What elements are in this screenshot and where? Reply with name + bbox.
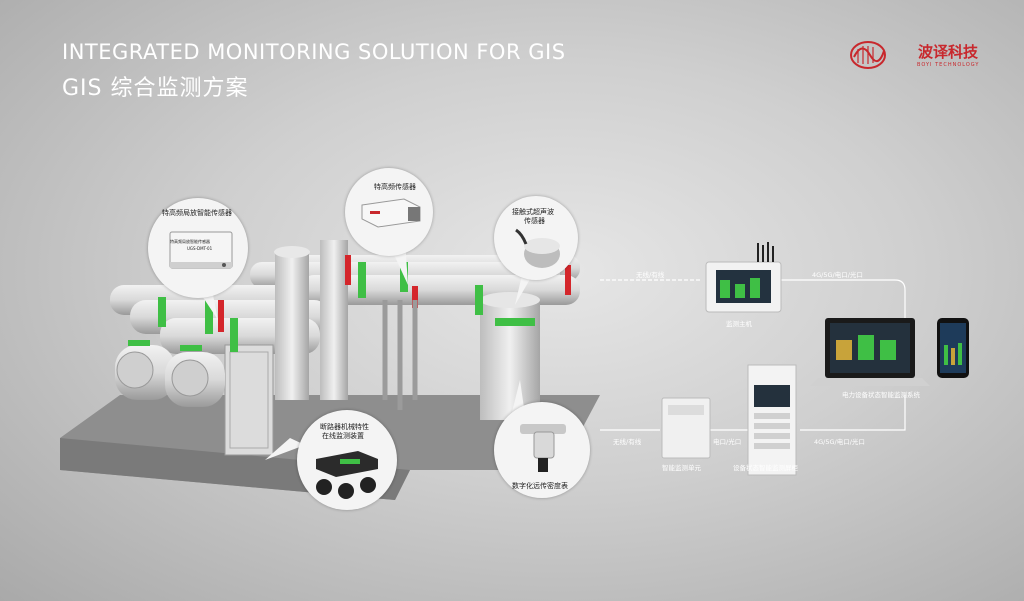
logo-name-cn: 波译科技 <box>918 43 979 61</box>
cabinet-output-link-label: 4G/5G/电口/光口 <box>814 438 865 446</box>
title-chinese: GIS 综合监测方案 <box>62 76 249 101</box>
host-output-link-label: 4G/5G/电口/光口 <box>812 271 863 279</box>
connection-lines <box>600 279 906 431</box>
ultrasonic-label-line1: 接触式超声波 <box>512 208 554 216</box>
monitoring-system-label: 电力设备状态智能监测系统 <box>842 391 920 399</box>
monitoring-unit-device <box>661 397 711 459</box>
laptop-monitor <box>810 318 930 386</box>
red-flanges <box>218 255 571 332</box>
pd-uhf-device-model: UGS-DMT-01 <box>187 246 213 251</box>
pd-uhf-device-text: 特高频局放智能传感器 <box>170 239 210 244</box>
pd-uhf-sensor-image <box>169 231 233 269</box>
logo-name-en: BOYI TECHNOLOGY <box>917 62 980 68</box>
monitoring-cabinet-device <box>747 364 797 476</box>
monitoring-unit-label: 智能监测单元 <box>662 464 701 472</box>
unit-input-link-label: 无线/有线 <box>613 438 642 446</box>
density-meter-label: 数字化远传密度表 <box>512 482 568 490</box>
ultrasonic-sensor-image <box>515 228 560 268</box>
control-cabinet <box>224 344 274 456</box>
breaker-label-line2: 在线监测装置 <box>322 432 364 440</box>
uhf-sensor-image <box>361 198 421 228</box>
breaker-monitor-image <box>316 451 378 499</box>
host-input-link-label: 无线/有线 <box>636 271 665 279</box>
title-english: INTEGRATED MONITORING SOLUTION FOR GIS <box>62 40 566 64</box>
company-logo <box>850 41 886 69</box>
smartphone <box>937 318 969 378</box>
monitoring-host-label: 监测主机 <box>726 320 752 328</box>
green-sensor-rings <box>128 262 535 352</box>
pd-uhf-sensor-label: 特高频局放智能传感器 <box>162 209 232 217</box>
monitoring-cabinet-label: 设备状态智能监测屏柜 <box>733 464 798 472</box>
density-meter-image <box>520 424 566 472</box>
unit-output-link-label: 电口/光口 <box>713 438 742 446</box>
breaker-label-line1: 断路器机械特性 <box>320 423 369 431</box>
monitoring-host-device <box>705 242 782 313</box>
operating-mechanisms <box>115 345 225 407</box>
ultrasonic-label-line2: 传感器 <box>524 217 545 225</box>
uhf-sensor-label: 特高频传感器 <box>374 183 416 191</box>
